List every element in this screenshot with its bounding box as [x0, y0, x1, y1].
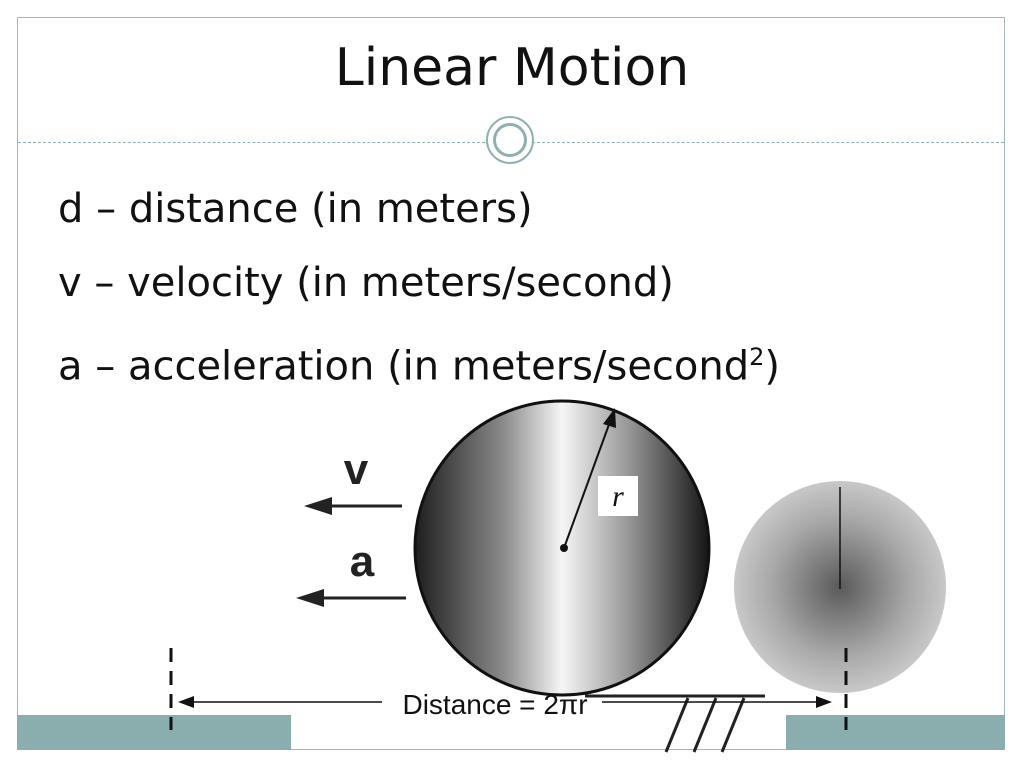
velocity-label: v — [344, 445, 369, 494]
ground-block-right — [786, 715, 1005, 750]
bullet-velocity: v – velocity (in meters/second) — [58, 246, 780, 320]
radius-label-box — [598, 476, 638, 516]
bullet-text: v – velocity (in meters/second) — [58, 260, 674, 306]
bullet-superscript: 2 — [749, 343, 765, 371]
bullet-acceleration: a – acceleration (in meters/second2) — [58, 320, 780, 403]
bullet-distance: d – distance (in meters) — [58, 172, 780, 246]
bullet-text: d – distance (in meters) — [58, 186, 533, 232]
acceleration-label: a — [350, 537, 375, 586]
bullet-list: d – distance (in meters) v – velocity (i… — [58, 172, 780, 403]
radius-arrow — [563, 408, 616, 549]
circle-ornament-inner — [493, 123, 527, 157]
distance-label: Distance = 2πr — [402, 689, 587, 720]
bullet-text: a – acceleration (in meters/second — [58, 343, 750, 390]
acceleration-arrow — [296, 589, 406, 607]
slide-title: Linear Motion — [334, 38, 690, 98]
slide-frame — [17, 17, 1005, 750]
distance-arrow — [178, 696, 832, 708]
circle-ornament-icon — [486, 116, 534, 164]
velocity-arrow — [304, 497, 402, 515]
ground-hatching — [585, 694, 765, 753]
bullet-suffix: ) — [764, 343, 781, 390]
radius-label: r — [612, 480, 624, 513]
ground-block-left — [17, 715, 291, 750]
